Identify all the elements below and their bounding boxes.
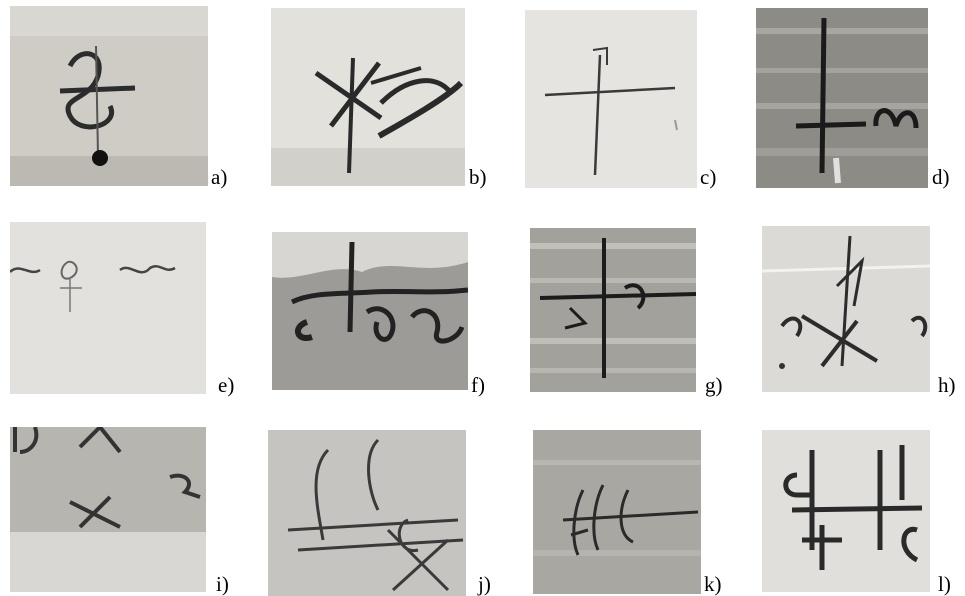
label-f: f): [471, 373, 485, 397]
label-b: b): [469, 165, 487, 189]
papyrus-sample-l: [762, 430, 930, 592]
label-e: e): [218, 373, 235, 397]
label-g: g): [705, 373, 723, 397]
sample-k-image: [533, 430, 701, 594]
sample-d-image: [756, 8, 928, 188]
papyrus-sample-d: [756, 8, 928, 188]
papyrus-sample-g: [530, 228, 696, 392]
sample-e-image: [10, 222, 206, 394]
sample-c-image: [525, 10, 697, 188]
label-i: i): [216, 572, 229, 596]
label-a: a): [211, 165, 228, 189]
sample-j-image: [268, 430, 466, 596]
sample-h-image: [762, 226, 930, 392]
label-k: k): [704, 572, 722, 596]
papyrus-sample-j: [268, 430, 466, 596]
sample-g-image: [530, 228, 696, 392]
label-h: h): [938, 373, 956, 397]
sample-b-image: [271, 8, 465, 186]
label-d: d): [932, 165, 950, 189]
sample-f-image: [272, 232, 468, 390]
papyrus-sample-b: [271, 8, 465, 186]
papyrus-sample-i: [10, 427, 206, 592]
sample-i-image: [10, 427, 206, 592]
papyrus-sample-a: [10, 6, 208, 186]
papyrus-sample-c: [525, 10, 697, 188]
papyrus-sample-k: [533, 430, 701, 594]
label-j: j): [478, 572, 491, 596]
papyrus-sample-f: [272, 232, 468, 390]
sample-l-image: [762, 430, 930, 592]
sample-a-image: [10, 6, 208, 186]
label-c: c): [700, 165, 717, 189]
papyrus-sample-e: [10, 222, 206, 394]
papyrus-sample-h: [762, 226, 930, 392]
label-l: l): [938, 572, 951, 596]
